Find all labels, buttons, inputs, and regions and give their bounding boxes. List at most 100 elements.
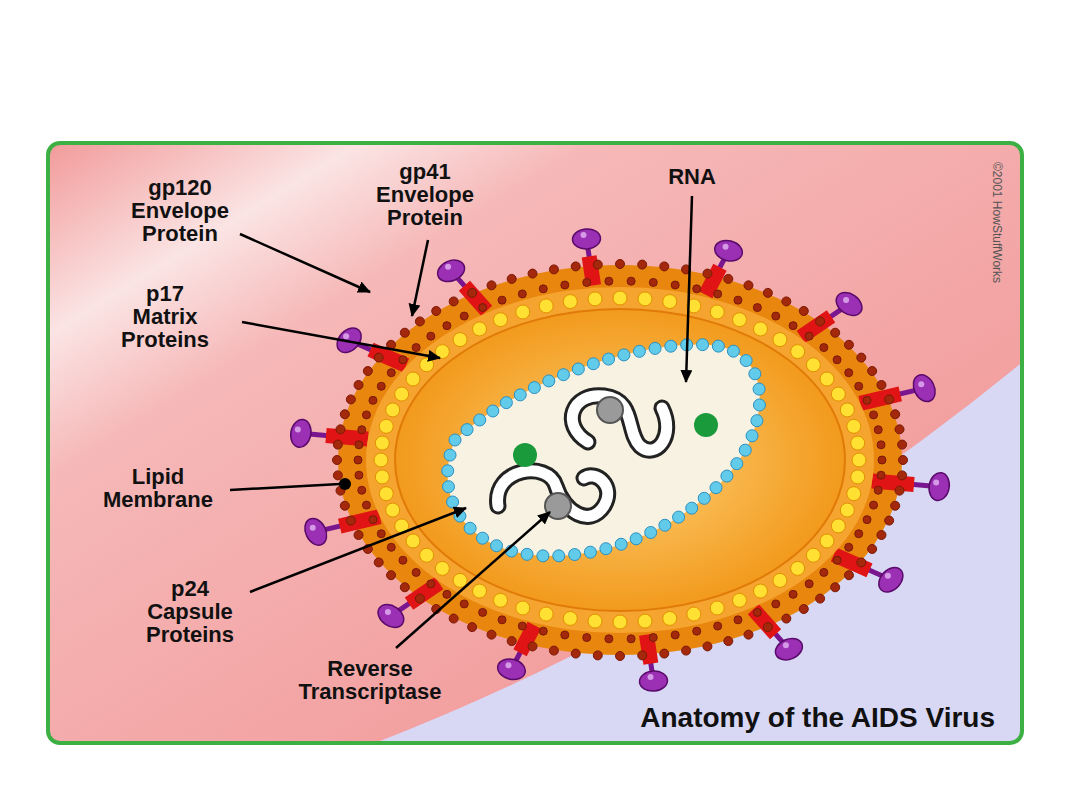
ring-dot (851, 436, 865, 450)
ring-dot (362, 501, 370, 509)
reverse-transcriptase (597, 397, 623, 423)
ring-dot (891, 410, 900, 419)
ring-dot (744, 630, 753, 639)
ring-dot (374, 558, 383, 567)
matrix-band (366, 287, 874, 633)
ring-dot (507, 274, 516, 283)
ring-dot (427, 332, 435, 340)
ring-dot (649, 634, 657, 642)
ring-dot (460, 312, 468, 320)
capsid-dot (753, 383, 765, 395)
capsid-dot (665, 340, 677, 352)
knob-highlight (580, 232, 586, 238)
ring-dot (453, 573, 467, 587)
capsid-dot (645, 526, 657, 538)
ring-dot (363, 367, 372, 376)
diagram-title: Anatomy of the AIDS Virus (640, 702, 995, 734)
ring-dot (831, 583, 840, 592)
ring-dot (563, 611, 577, 625)
ring-dot (791, 561, 805, 575)
capsid-dot (618, 349, 630, 361)
ring-dot (539, 607, 553, 621)
capsid-dot (751, 415, 763, 427)
gp120-knob (434, 256, 468, 285)
ring-dot (443, 322, 451, 330)
knob-highlight (295, 426, 301, 432)
capsid-dot (710, 482, 722, 494)
ring-dot (340, 501, 349, 510)
ring-dot (831, 328, 840, 337)
ring-dot (724, 274, 733, 283)
ring-dot (494, 313, 508, 327)
part-label: Reverse Transcriptase (298, 657, 441, 703)
ring-dot (863, 516, 871, 524)
ring-dot (518, 622, 526, 630)
gp120-knob (495, 656, 527, 682)
part-label: p24 Capsule Proteins (146, 577, 234, 646)
capsid-dot (727, 345, 739, 357)
ring-dot (895, 486, 904, 495)
ring-dot (844, 340, 853, 349)
ring-dot (549, 265, 558, 274)
ring-dot (847, 419, 861, 433)
ring-dot (571, 649, 580, 658)
ring-dot (377, 382, 385, 390)
ring-dot (549, 646, 558, 655)
ring-dot (855, 530, 863, 538)
ring-dot (840, 503, 854, 517)
knob-highlight (310, 525, 316, 531)
ring-dot (539, 285, 547, 293)
capsid-dot (521, 548, 533, 560)
ring-dot (468, 288, 477, 297)
ring-dot (805, 580, 813, 588)
ring-dot (588, 614, 602, 628)
capsid-dot (749, 368, 761, 380)
ring-dot (494, 593, 508, 607)
ring-dot (355, 471, 363, 479)
ring-dot (453, 333, 467, 347)
ring-dot (877, 531, 886, 540)
ring-dot (899, 456, 908, 465)
capsid-dot (500, 397, 512, 409)
core (395, 309, 845, 611)
ring-dot (851, 470, 865, 484)
ring-dot (845, 543, 853, 551)
ring-dot (877, 441, 885, 449)
enzyme-dot (694, 413, 718, 437)
ring-dot (852, 453, 866, 467)
ring-dot (891, 501, 900, 510)
ring-dot (627, 277, 635, 285)
ring-dot (369, 396, 377, 404)
ring-dot (516, 305, 530, 319)
ring-dot (346, 516, 355, 525)
gp41-bar (872, 481, 914, 485)
ring-dot (449, 614, 458, 623)
ring-dot (449, 297, 458, 306)
ring-dot (613, 291, 627, 305)
ring-dot (693, 285, 701, 293)
knob-highlight (918, 381, 924, 387)
ring-dot (516, 601, 530, 615)
ring-dot (806, 548, 820, 562)
capsid-dot (712, 340, 724, 352)
ring-dot (816, 317, 825, 326)
ring-dot (627, 635, 635, 643)
capsid-dot (442, 465, 454, 477)
ring-dot (412, 344, 420, 352)
capsid-dot (739, 444, 751, 456)
ring-dot (375, 470, 389, 484)
gp120-knob (832, 288, 866, 320)
ring-dot (468, 623, 477, 632)
capsid-dot (587, 358, 599, 370)
lipid-dots (333, 260, 908, 661)
ring-dot (734, 616, 742, 624)
ring-dot (333, 456, 342, 465)
capsid-dot (449, 434, 461, 446)
ring-dot (763, 288, 772, 297)
capsid-dot (697, 339, 709, 351)
gp120-knob (909, 371, 939, 405)
ring-dot (377, 530, 385, 538)
p17-matrix-dots (374, 291, 866, 629)
ring-dot (507, 637, 516, 646)
knob-highlight (843, 297, 849, 303)
